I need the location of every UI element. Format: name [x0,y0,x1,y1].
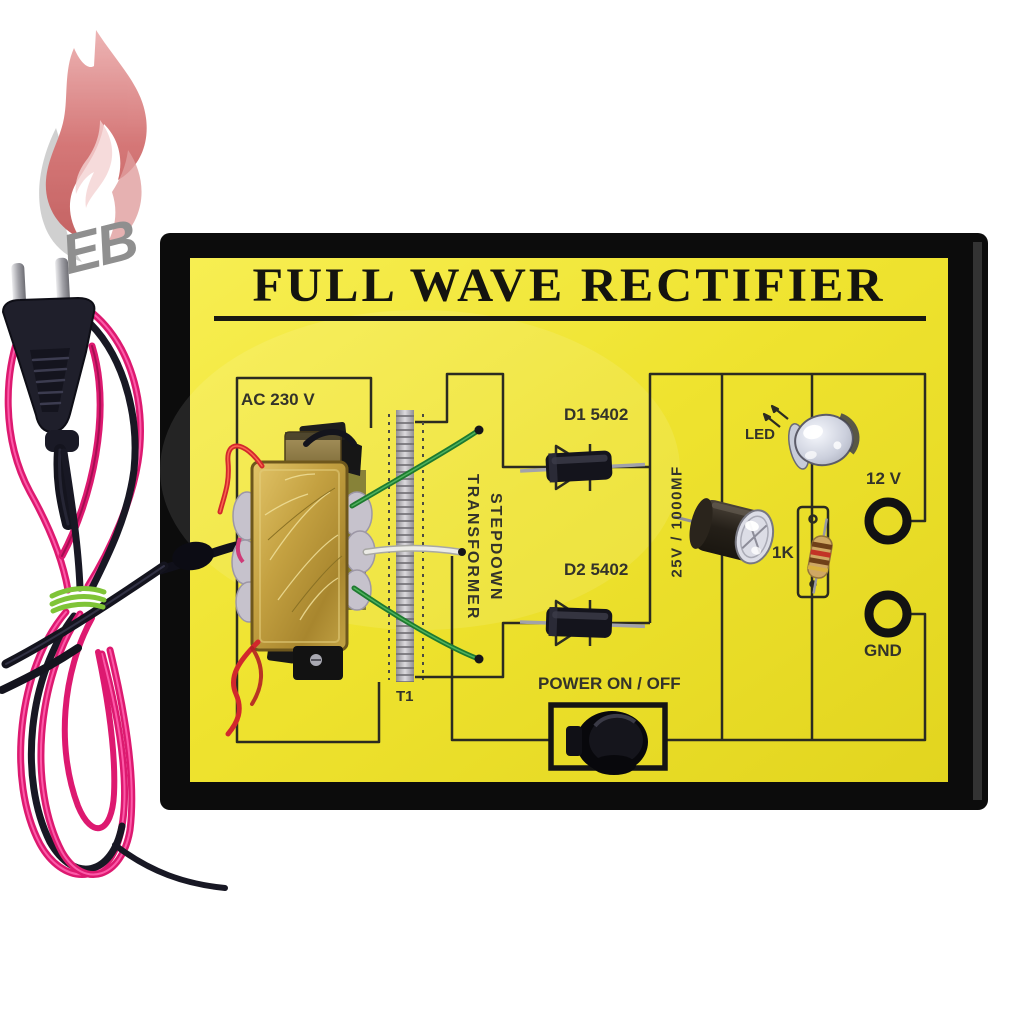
mains-plug-and-cord [0,257,228,891]
switch-knob [566,711,648,775]
label-stepdown-line1: STEPDOWN [487,492,505,602]
resistor-component [807,518,833,594]
terminal-12v [864,497,912,545]
label-output-12v: 12 V [866,469,901,488]
transformer-wires [217,425,484,737]
power-switch [548,702,668,775]
label-diode1: D1 5402 [564,405,629,424]
label-ac-input: AC 230 V [241,390,315,409]
diode-component-d1 [520,450,646,483]
diode-component-d2 [519,606,645,638]
terminal-gnd [864,590,912,638]
board-title: FULL WAVE RECTIFIER [252,258,886,312]
core-scratches [264,473,339,621]
label-led: LED [745,426,775,443]
title-underline [214,316,926,321]
label-transformer-ref: T1 [396,688,414,705]
trainer-board [160,233,988,810]
label-capacitor: 25V / 1000MF [668,465,686,578]
label-power-switch: POWER ON / OFF [538,674,681,693]
led-component [788,413,860,470]
cable-tie [49,586,107,614]
capacitor-component [673,498,775,565]
label-diode2: D2 5402 [564,560,629,579]
label-stepdown-transformer: STEPDOWN TRANSFORMER [461,463,507,631]
label-resistor: 1K [772,543,794,562]
label-output-gnd: GND [864,641,902,660]
plug-body [1,296,96,530]
flame-logo-icon [39,30,147,262]
label-stepdown-line2: TRANSFORMER [464,473,481,621]
led-symbol-arrows [762,404,789,428]
transformer-component [231,421,376,680]
